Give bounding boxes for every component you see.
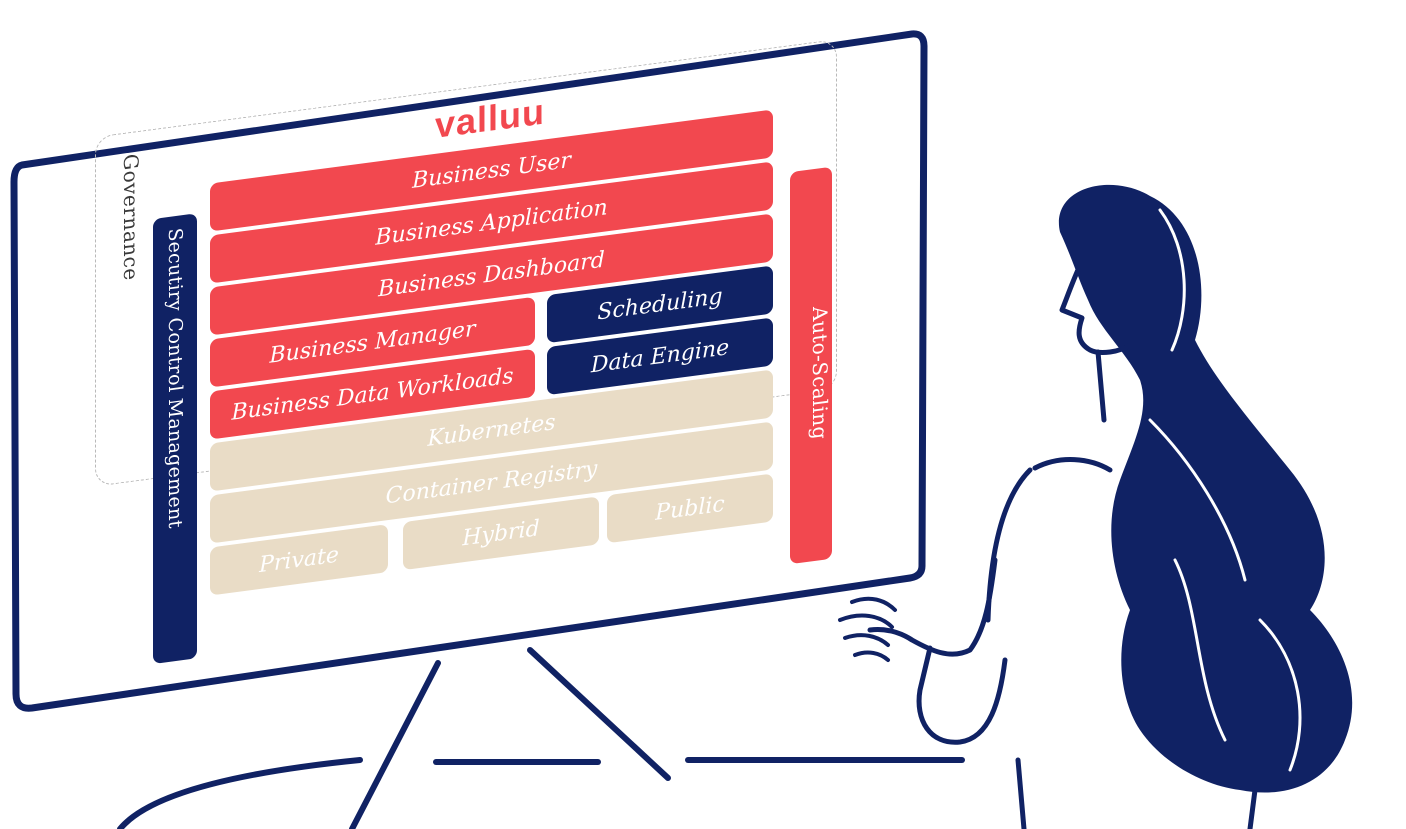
monitor-stand bbox=[349, 647, 671, 829]
torso-lines bbox=[1015, 757, 1258, 829]
body-outline bbox=[985, 457, 1113, 623]
arm-outline bbox=[867, 557, 1008, 745]
hair-strands bbox=[1148, 208, 1302, 772]
hand-gesture-lines bbox=[838, 596, 897, 662]
desk-outline bbox=[117, 757, 965, 829]
neck-outline bbox=[1095, 349, 1107, 423]
face-profile bbox=[1059, 235, 1133, 355]
